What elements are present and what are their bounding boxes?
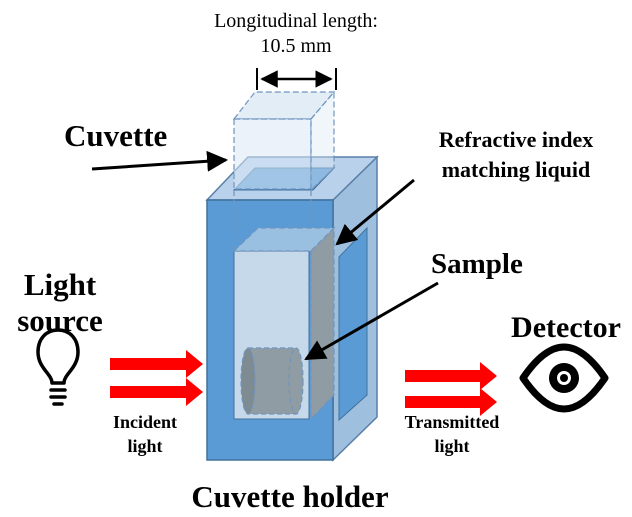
- light-source-label-line1: Light: [24, 267, 97, 302]
- detector-label: Detector: [511, 311, 621, 344]
- length-label-line1: Longitudinal length:: [214, 10, 378, 32]
- transmitted-label-line1: Transmitted: [405, 412, 500, 432]
- cuvette-upper-front: [233, 118, 312, 190]
- holder-label: Cuvette holder: [191, 479, 388, 514]
- cuvette-pointer-arrow: [91, 150, 229, 172]
- incident-label-line2: light: [127, 436, 162, 456]
- light-source-label-line2: source: [17, 303, 103, 338]
- sample-pointer-arrow: [304, 281, 439, 361]
- transmitted-label-line2: light: [434, 436, 469, 456]
- cuvette-upper-side: [310, 90, 335, 192]
- sample-label: Sample: [431, 248, 523, 280]
- refractive-label-line2: matching liquid: [442, 157, 591, 182]
- refractive-label-line1: Refractive index: [439, 127, 594, 152]
- eye-icon: [519, 343, 609, 413]
- sample-cylinder: [240, 347, 304, 415]
- light-bulb-icon: [36, 328, 80, 406]
- incident-light-arrows: [110, 350, 203, 406]
- cuvette-label: Cuvette: [64, 118, 167, 153]
- cuvette-holder: [205, 155, 379, 462]
- cuvette: [232, 90, 336, 421]
- liquid-pointer-arrow: [335, 178, 415, 246]
- length-label-line2: 10.5 mm: [260, 35, 332, 57]
- length-dimension: [256, 68, 337, 90]
- incident-label-line1: Incident: [113, 412, 177, 432]
- holder-side-window: [338, 226, 368, 422]
- transmitted-light-arrows: [405, 362, 497, 416]
- matching-liquid: [310, 226, 335, 421]
